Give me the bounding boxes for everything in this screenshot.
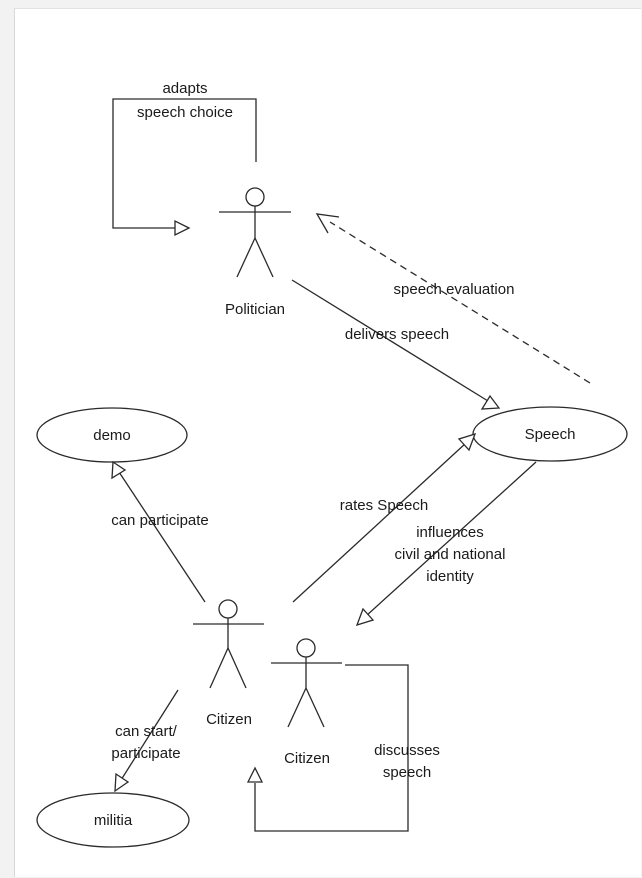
citizen-actor-2: Citizen: [271, 638, 342, 767]
adapts-loop-line: [112, 98, 257, 229]
adapts-speech-choice-relation: adapts speech choice: [112, 80, 257, 237]
rates-speech-relation: rates Speech: [292, 432, 477, 603]
rates-speech-line: [292, 442, 467, 603]
citizen-1-left-leg: [209, 647, 229, 689]
influences-arrowhead: [355, 607, 375, 627]
can-start-arrowhead: [114, 772, 130, 793]
influences-label-line2: civil and national: [395, 546, 506, 563]
rates-speech-label: rates Speech: [340, 497, 428, 514]
can-participate-label: can participate: [111, 512, 209, 529]
speech-label: Speech: [525, 426, 576, 443]
discusses-speech-arrowhead: [246, 766, 264, 783]
politician-head: [245, 187, 265, 207]
can-participate-arrowhead: [111, 460, 127, 480]
influences-label-line1: influences: [416, 524, 484, 541]
discusses-label-line1: discusses: [374, 742, 440, 759]
speech-use-case: Speech: [472, 406, 628, 462]
discusses-label-line2: speech: [383, 764, 431, 781]
citizen-1-head: [218, 599, 238, 619]
citizen-1-right-leg: [227, 647, 247, 689]
citizen-2-right-leg: [305, 687, 325, 728]
influences-relation: influences civil and national identity: [355, 461, 537, 627]
speech-evaluation-line: [329, 221, 591, 384]
demo-label: demo: [93, 427, 131, 444]
delivers-speech-relation: delivers speech: [291, 279, 501, 410]
demo-ellipse: [36, 407, 188, 463]
adapts-label-line2: speech choice: [137, 104, 233, 121]
can-start-label-line1: can start/: [115, 723, 178, 740]
can-start-line: [120, 689, 179, 781]
delivers-speech-label: delivers speech: [345, 326, 449, 343]
citizen-2-label: Citizen: [284, 750, 330, 767]
influences-label-line3: identity: [426, 568, 474, 585]
politician-right-leg: [254, 237, 274, 278]
citizen-actor-1: Citizen: [193, 599, 264, 728]
militia-ellipse: [36, 792, 190, 848]
can-start-label-line2: participate: [111, 745, 180, 762]
citizen-1-label: Citizen: [206, 711, 252, 728]
politician-actor: Politician: [219, 187, 291, 318]
can-participate-relation: can participate: [111, 460, 209, 603]
speech-evaluation-label: speech evaluation: [394, 281, 515, 298]
can-participate-line: [118, 471, 206, 603]
politician-left-leg: [236, 237, 256, 278]
discusses-speech-relation: discusses speech: [246, 664, 440, 832]
adapts-label-line1: adapts: [162, 80, 207, 97]
militia-use-case: militia: [36, 792, 190, 848]
delivers-speech-line: [291, 279, 489, 402]
discusses-speech-line: [254, 664, 409, 832]
influences-line: [365, 461, 537, 617]
citizen-2-left-leg: [287, 687, 307, 728]
adapts-arrowhead: [174, 219, 191, 237]
speech-evaluation-relation: speech evaluation: [315, 213, 591, 384]
demo-use-case: demo: [36, 407, 188, 463]
politician-label: Politician: [225, 301, 285, 318]
speech-evaluation-arrowhead: [315, 213, 340, 234]
citizen-2-head: [296, 638, 316, 658]
can-start-participate-relation: can start/ participate: [111, 689, 181, 793]
rates-speech-arrowhead: [457, 432, 477, 452]
militia-label: militia: [94, 812, 133, 829]
delivers-speech-arrowhead: [480, 394, 501, 410]
